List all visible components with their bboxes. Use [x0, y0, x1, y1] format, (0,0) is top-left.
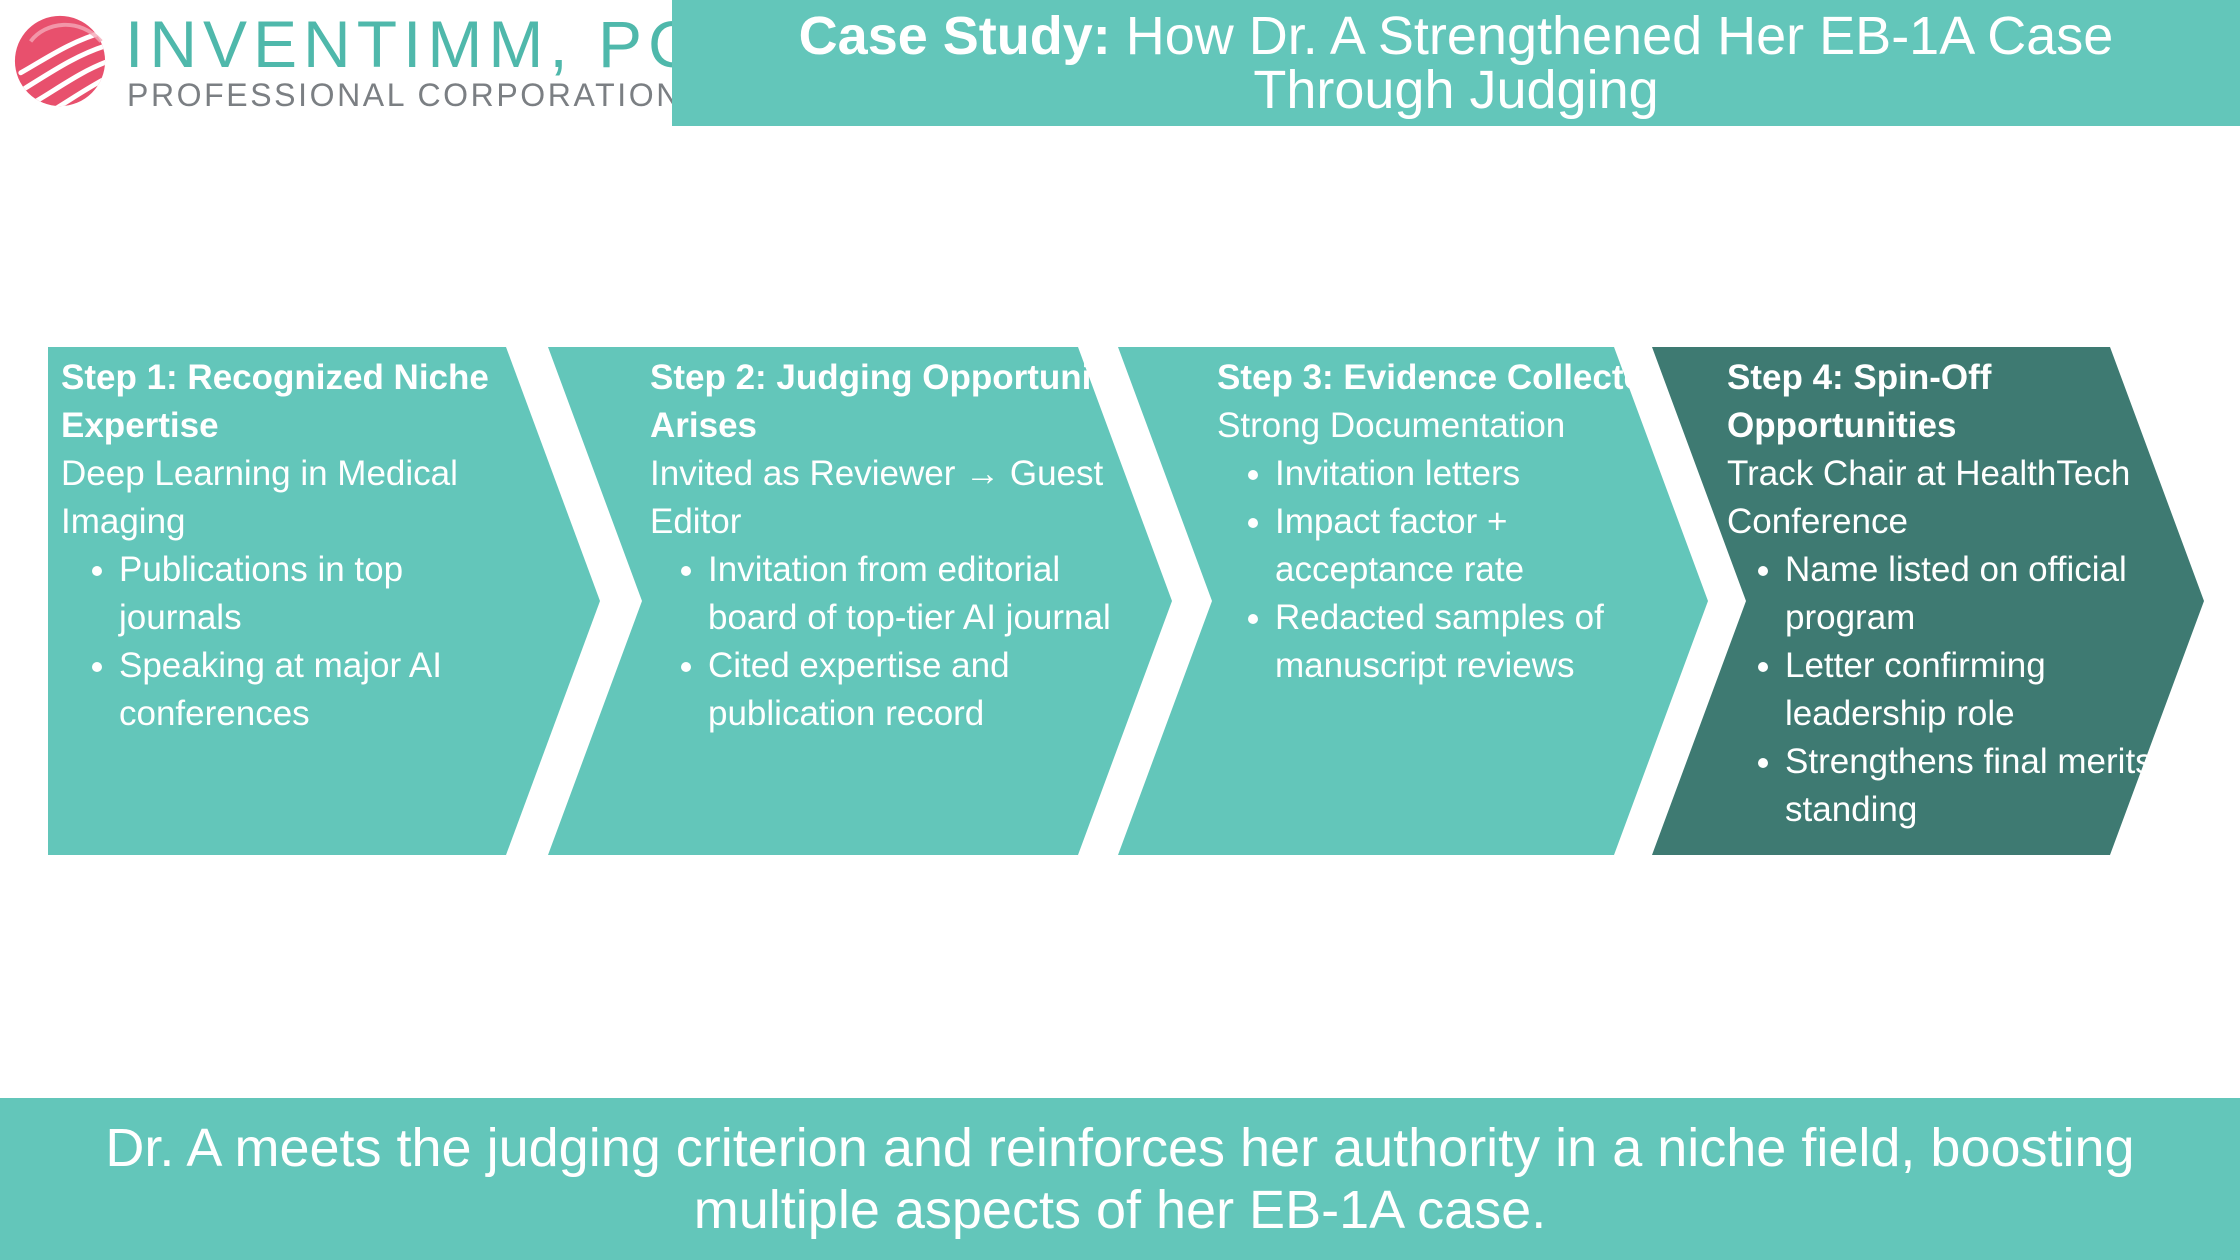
page-title: Case Study: How Dr. A Strengthened Her E…: [716, 9, 2196, 117]
step-2-subheading: Invited as Reviewer → Guest Editor: [650, 454, 1104, 541]
list-item: Invitation from editorial board of top-t…: [708, 546, 1130, 642]
title-rest: How Dr. A Strengthened Her EB-1A Case Th…: [1125, 6, 2114, 120]
list-item: Publications in top journals: [119, 546, 531, 642]
step-4-bullets: Name listed on official program Letter c…: [1727, 546, 2167, 834]
step-4-content: Step 4: Spin-Off Opportunities Track Cha…: [1727, 354, 2167, 834]
step-2-chevron-shape: [548, 347, 1172, 855]
list-item: Impact factor + acceptance rate: [1275, 498, 1667, 594]
step-2-bullets: Invitation from editorial board of top-t…: [650, 546, 1130, 738]
step-3: Step 3: Evidence Collected Strong Docume…: [1118, 347, 1708, 855]
step-2: Step 2: Judging Opportunity Arises Invit…: [548, 347, 1172, 855]
summary-banner: Dr. A meets the judging criterion and re…: [0, 1098, 2240, 1260]
list-item: Redacted samples of manuscript reviews: [1275, 594, 1667, 690]
step-3-bullets: Invitation letters Impact factor + accep…: [1217, 450, 1667, 690]
summary-text: Dr. A meets the judging criterion and re…: [105, 1118, 2135, 1240]
step-1-shape: [48, 347, 600, 855]
step-1: Step 1: Recognized Niche Expertise Deep …: [48, 347, 600, 855]
step-3-heading: Step 3: Evidence Collected: [1217, 358, 1665, 397]
list-item: Speaking at major AI conferences: [119, 642, 531, 738]
list-item: Name listed on official program: [1785, 546, 2167, 642]
list-item: Strengthens final merits standing: [1785, 738, 2167, 834]
step-3-shape: [1118, 347, 1708, 855]
step-3-chevron-shape: [1118, 347, 1708, 855]
list-item: Cited expertise and publication record: [708, 642, 1130, 738]
step-2-content: Step 2: Judging Opportunity Arises Invit…: [650, 354, 1130, 738]
brand-mark-icon: [14, 15, 106, 107]
step-4: Step 4: Spin-Off Opportunities Track Cha…: [1652, 347, 2204, 855]
brand-subtitle: PROFESSIONAL CORPORATION: [127, 77, 682, 113]
brand-name: INVENTIMM, PC: [125, 7, 702, 81]
title-bold: Case Study:: [798, 6, 1111, 66]
step-4-heading: Step 4: Spin-Off Opportunities: [1727, 358, 1992, 445]
step-1-chevron-shape: [48, 347, 600, 855]
step-4-subheading: Track Chair at HealthTech Conference: [1727, 454, 2131, 541]
step-4-shape: [1652, 347, 2204, 855]
step-1-content: Step 1: Recognized Niche Expertise Deep …: [61, 354, 531, 738]
step-1-heading: Step 1: Recognized Niche Expertise: [61, 358, 489, 445]
step-1-subheading: Deep Learning in Medical Imaging: [61, 454, 458, 541]
step-3-subheading: Strong Documentation: [1217, 406, 1566, 445]
list-item: Invitation letters: [1275, 450, 1667, 498]
list-item: Letter confirming leadership role: [1785, 642, 2167, 738]
title-banner: Case Study: How Dr. A Strengthened Her E…: [672, 0, 2240, 126]
step-2-heading: Step 2: Judging Opportunity Arises: [650, 358, 1123, 445]
step-1-bullets: Publications in top journals Speaking at…: [61, 546, 531, 738]
logo: INVENTIMM, PC PROFESSIONAL CORPORATION: [0, 0, 696, 126]
step-3-content: Step 3: Evidence Collected Strong Docume…: [1217, 354, 1667, 690]
step-2-shape: [548, 347, 1172, 855]
step-4-chevron-shape: [1652, 347, 2204, 855]
